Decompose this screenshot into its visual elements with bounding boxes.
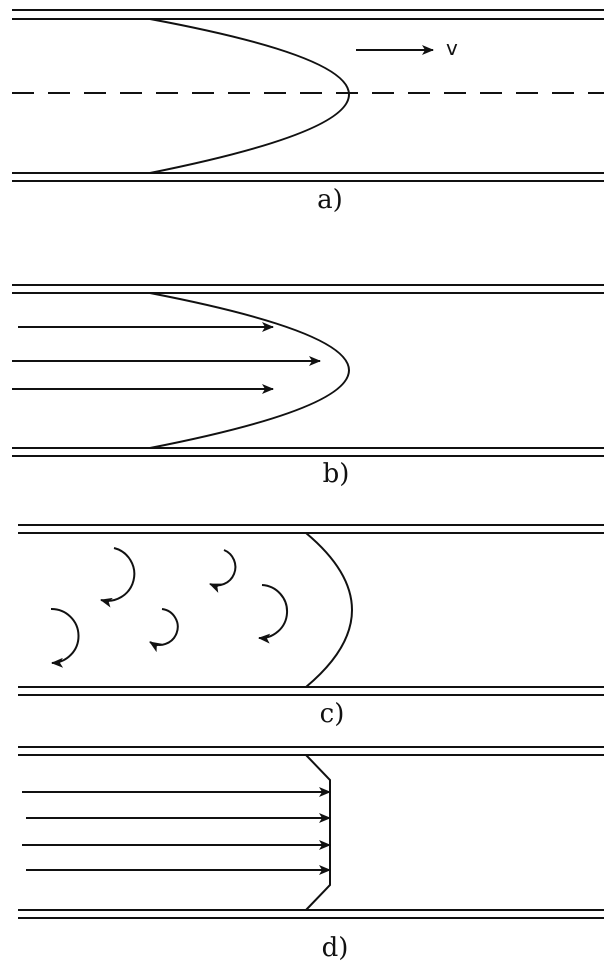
eddy-arrow-4	[150, 609, 178, 645]
panel-label-b: b)	[306, 461, 366, 487]
eddy-arrow-3	[51, 609, 79, 663]
panel-b	[12, 285, 604, 456]
panel-a	[12, 10, 604, 181]
panel-label-d: d)	[305, 935, 365, 961]
parabolic-profile	[150, 293, 349, 448]
panel-c	[18, 525, 604, 695]
eddy-arrow-5	[259, 585, 287, 638]
velocity-label: v	[446, 38, 458, 58]
panel-label-a: a)	[300, 187, 360, 213]
parabolic-profile	[150, 19, 349, 173]
eddy-arrow-2	[210, 550, 235, 585]
panel-label-c: c)	[302, 701, 362, 727]
panel-d	[18, 747, 604, 918]
blunt-profile	[306, 533, 352, 687]
eddy-arrow-1	[101, 548, 134, 601]
plug-profile	[306, 755, 330, 910]
